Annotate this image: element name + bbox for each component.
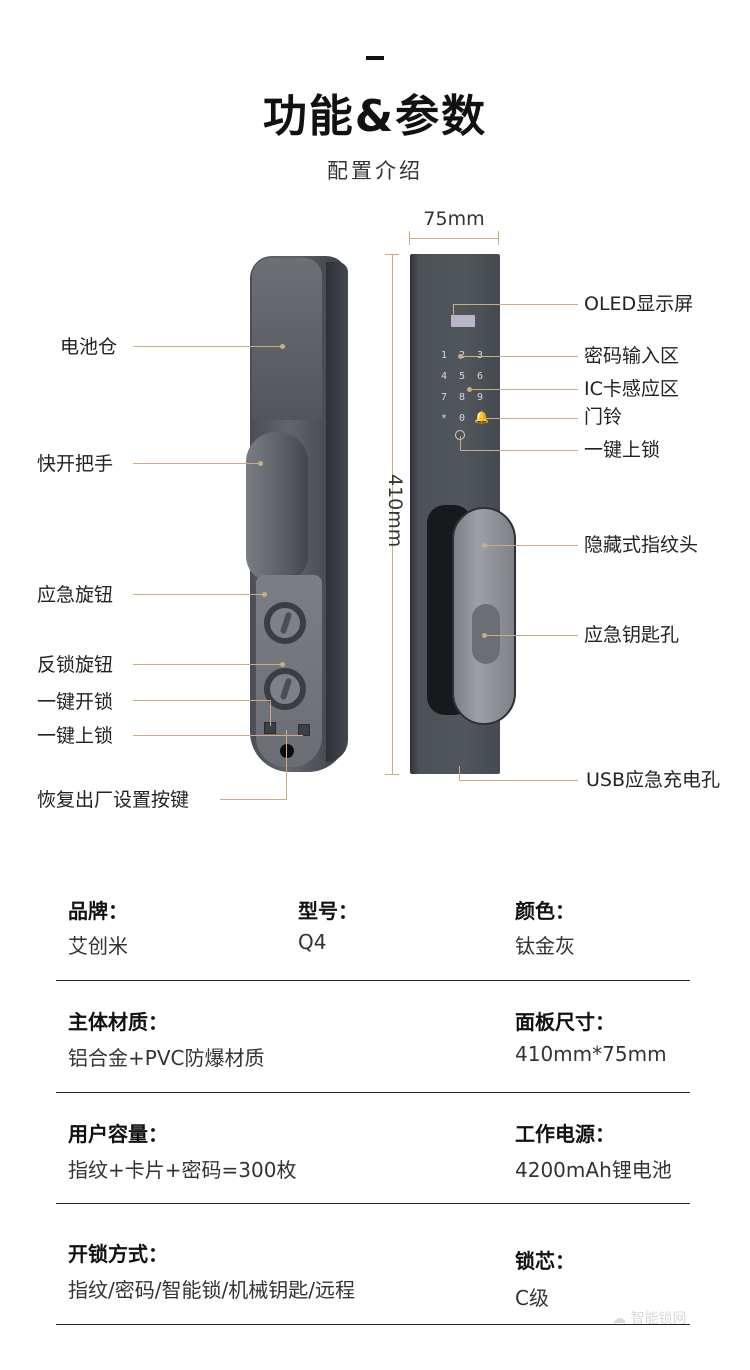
callout-line xyxy=(133,346,283,347)
callout-line xyxy=(133,735,303,736)
callout-line xyxy=(133,463,261,464)
callout-dot xyxy=(258,461,263,466)
callout-emergency-knob: 应急旋钮 xyxy=(37,584,114,606)
keypad-key: 9 xyxy=(476,392,484,403)
callout-line xyxy=(460,436,461,450)
cloud-icon: ☁ xyxy=(612,1311,631,1327)
callout-usb: USB应急充电孔 xyxy=(586,769,721,791)
callout-line xyxy=(453,304,454,318)
callout-keypad: 密码输入区 xyxy=(584,345,680,367)
callout-dot xyxy=(280,344,285,349)
dimension-tick xyxy=(409,231,410,245)
callout-dot xyxy=(482,543,487,548)
spec-label-color: 颜色： xyxy=(515,899,575,923)
dimension-tick xyxy=(385,774,399,775)
callout-anti-lock-knob: 反锁旋钮 xyxy=(37,654,114,676)
one-key-lock-button-icon xyxy=(298,724,310,736)
callout-line xyxy=(460,356,578,357)
page-title: 功能&参数 xyxy=(262,91,488,142)
callout-one-key-lock-front: 一键上锁 xyxy=(584,439,661,461)
callout-line xyxy=(133,664,283,665)
callout-keyhole: 应急钥匙孔 xyxy=(584,624,680,646)
spec-label-material: 主体材质： xyxy=(68,1010,168,1034)
spec-label-brand: 品牌： xyxy=(68,899,128,923)
callout-line xyxy=(480,418,578,419)
callout-line xyxy=(453,304,578,305)
spec-value-panel-size: 410mm*75mm xyxy=(515,1042,667,1066)
callout-line xyxy=(459,780,578,781)
callout-line xyxy=(460,450,578,451)
spec-value-color: 钛金灰 xyxy=(515,934,575,958)
spec-value-unlock-methods: 指纹/密码/智能锁/机械钥匙/远程 xyxy=(68,1278,355,1302)
emergency-knob-icon xyxy=(264,602,306,644)
callout-line xyxy=(270,700,271,726)
spec-label-unlock-methods: 开锁方式： xyxy=(68,1242,168,1266)
callout-line xyxy=(484,545,578,546)
watermark: ☁ 智能锁网 xyxy=(612,1311,687,1327)
spec-value-material: 铝合金+PVC防爆材质 xyxy=(68,1046,265,1070)
spec-label-capacity: 用户容量： xyxy=(68,1122,168,1146)
callout-line xyxy=(484,635,578,636)
back-edge xyxy=(326,262,348,762)
dimension-width: 75mm xyxy=(423,208,485,230)
anti-lock-knob-icon xyxy=(264,668,306,710)
dimension-height: 410mm xyxy=(384,474,406,548)
spec-label-panel-size: 面板尺寸： xyxy=(515,1010,615,1034)
spec-value-model: Q4 xyxy=(298,930,327,954)
spec-value-lock-core: C级 xyxy=(515,1286,549,1310)
keypad-key: 3 xyxy=(474,350,486,361)
callout-dot xyxy=(262,592,267,597)
keypad-key: 4 xyxy=(440,371,448,382)
callout-doorbell: 门铃 xyxy=(584,406,623,428)
spec-value-power: 4200mAh锂电池 xyxy=(515,1158,672,1182)
callout-factory-reset: 恢复出厂设置按键 xyxy=(37,789,190,811)
spec-divider xyxy=(56,1203,690,1204)
callout-fingerprint: 隐藏式指纹头 xyxy=(584,534,699,556)
dimension-width-line xyxy=(410,238,498,239)
quick-open-handle xyxy=(246,432,308,582)
callout-dot xyxy=(482,633,487,638)
title-dash-decoration xyxy=(366,56,384,60)
dimension-tick xyxy=(498,231,499,245)
spec-label-power: 工作电源： xyxy=(515,1122,615,1146)
dimension-height-line xyxy=(392,254,393,774)
keypad-key: * xyxy=(440,413,448,424)
callout-dot xyxy=(280,662,285,667)
callout-line xyxy=(469,389,578,390)
callout-one-key-lock: 一键上锁 xyxy=(37,725,114,747)
keypad-key: 5 xyxy=(458,371,466,382)
callout-line xyxy=(220,799,286,800)
page-subtitle: 配置介绍 xyxy=(327,159,423,183)
doorbell-icon: 🔔 xyxy=(474,410,489,424)
callout-dot xyxy=(458,354,463,359)
callout-battery: 电池仓 xyxy=(60,336,118,358)
callout-line xyxy=(286,730,287,800)
dimension-tick xyxy=(385,254,399,255)
callout-line xyxy=(133,700,270,701)
spec-label-lock-core: 锁芯： xyxy=(515,1249,575,1273)
spec-divider xyxy=(56,1324,690,1325)
spec-value-brand: 艾创米 xyxy=(68,934,128,958)
battery-compartment xyxy=(252,258,322,420)
callout-line xyxy=(459,766,460,780)
keypad-key: 7 xyxy=(440,392,448,403)
callout-line xyxy=(133,594,265,595)
callout-ic-card: IC卡感应区 xyxy=(584,378,679,400)
callout-one-key-unlock: 一键开锁 xyxy=(37,691,114,713)
callout-oled: OLED显示屏 xyxy=(584,293,694,315)
oled-screen xyxy=(451,315,475,327)
reset-hole-icon xyxy=(280,744,294,758)
spec-label-model: 型号： xyxy=(298,899,358,923)
keypad-key: 8 xyxy=(458,392,466,403)
spec-value-capacity: 指纹+卡片+密码=300枚 xyxy=(68,1158,297,1182)
spec-divider xyxy=(56,980,690,981)
callout-dot xyxy=(467,387,472,392)
callout-handle: 快开把手 xyxy=(37,453,114,475)
keypad-key: 0 xyxy=(458,413,466,424)
keypad-key: 1 xyxy=(440,350,448,361)
keypad-key: 6 xyxy=(476,371,484,382)
spec-divider xyxy=(56,1092,690,1093)
